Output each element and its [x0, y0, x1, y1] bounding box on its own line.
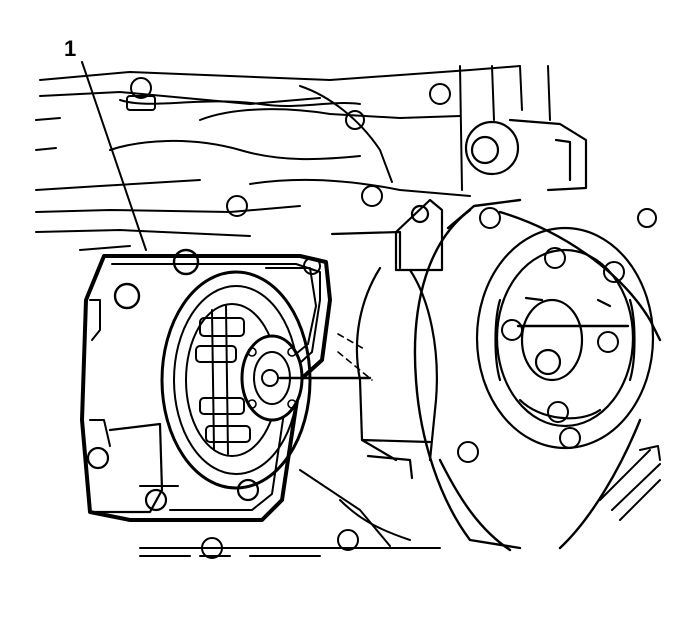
callout-label-1: 1 — [64, 36, 77, 61]
lower-block — [139, 445, 661, 559]
manifold-bolts — [126, 77, 657, 228]
callout-leader-1 — [81, 61, 147, 251]
vacuum-pump — [80, 248, 332, 522]
vacuum-pump-ribs — [195, 305, 251, 455]
pulley-hub — [475, 226, 655, 450]
pulley-bolts — [457, 207, 625, 463]
top-bolt-head — [464, 118, 588, 192]
reference-dashed-line — [337, 333, 373, 381]
upper-manifold — [35, 65, 551, 251]
center-housing — [330, 198, 444, 480]
